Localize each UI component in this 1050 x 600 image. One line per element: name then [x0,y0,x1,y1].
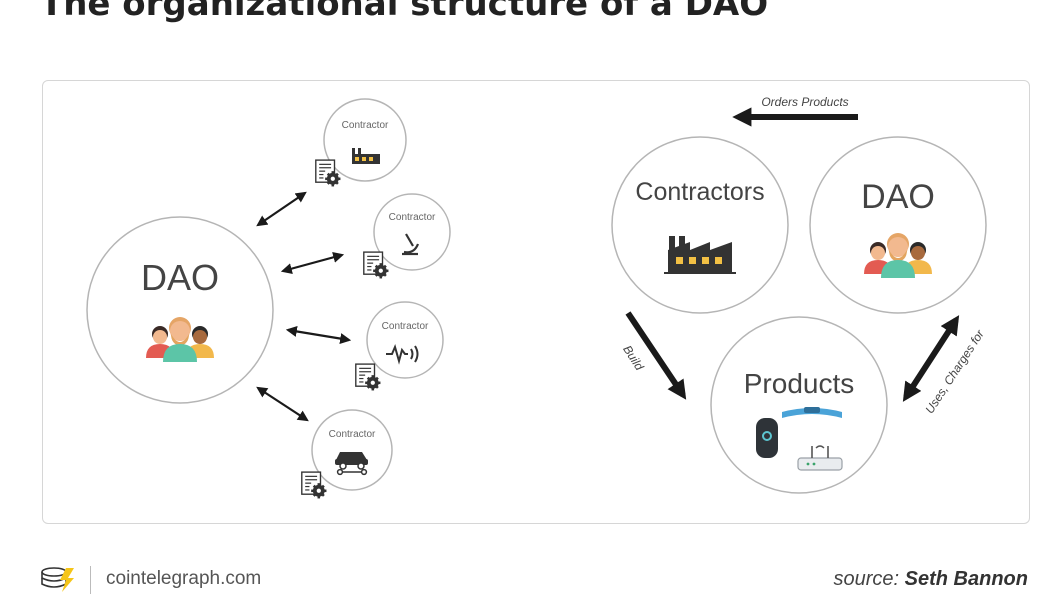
products-circle: Products [710,316,888,494]
car-icon [335,452,368,476]
left-dao-circle: DAO [86,216,274,404]
contractors-circle: Contractors [611,136,789,314]
left-dao-label: DAO [141,257,219,298]
build-arrow [625,311,687,400]
microscope-icon [402,233,420,256]
bidirectional-arrow-1 [256,191,307,227]
smart-speaker-icon [756,418,778,458]
signal-wave-icon [386,344,419,365]
uses-charges-label: Uses, Charges for [922,327,987,417]
contractor-label: Contractor [342,120,389,131]
footer-site-link[interactable]: cointelegraph.com [106,568,262,589]
page-title: The organizational structure of a DAO [40,0,769,24]
build-label: Build [620,343,646,373]
factory-icon [664,236,736,274]
contractor-node-3: Contractor [354,301,444,392]
bidirectional-arrow-3 [285,325,352,345]
source-prefix: source: [833,568,900,590]
footer-source: source: Seth Bannon [834,568,1029,591]
fitness-band-icon [782,407,842,418]
bidirectional-arrow-2 [280,251,345,275]
bidirectional-arrow-4 [256,386,309,422]
contract-gear-icon [354,362,382,392]
contractor-node-4: Contractor [300,409,393,500]
contractor-label: Contractor [389,212,436,223]
products-label: Products [744,368,855,399]
contractor-label: Contractor [382,321,429,332]
source-author: Seth Bannon [904,568,1028,590]
orders-products-label: Orders Products [761,95,848,109]
contractor-node-2: Contractor [362,193,451,280]
right-dao-circle: DAO [809,136,987,314]
footer-divider [90,566,91,594]
router-icon [797,445,843,471]
uses-charges-arrow [902,315,960,402]
contractor-label: Contractor [329,429,376,440]
right-dao-label: DAO [861,178,935,216]
contractors-label: Contractors [635,178,764,206]
contractor-node-1: Contractor [314,98,407,188]
factory-icon [352,148,380,164]
cointelegraph-logo-icon [41,567,74,592]
